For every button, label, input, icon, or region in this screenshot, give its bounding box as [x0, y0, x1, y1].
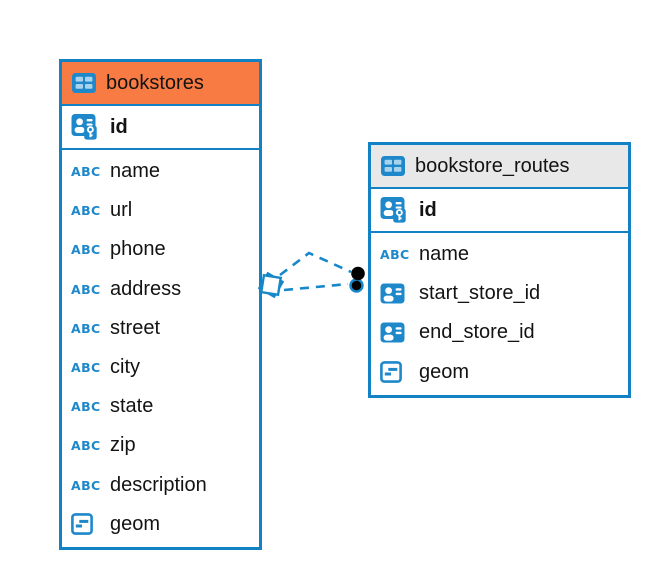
column-name: name	[110, 160, 161, 183]
column-row-phone[interactable]: ABC phone	[62, 230, 259, 269]
text-type-icon-wrap: ABC	[71, 360, 102, 375]
table-icon	[381, 156, 405, 176]
column-row-end_store_id[interactable]: end_store_id	[371, 313, 628, 352]
text-type-icon: ABC	[71, 477, 101, 493]
text-type-icon-wrap: ABC	[71, 282, 102, 297]
primary-key-row[interactable]: id	[62, 106, 259, 150]
table-title: bookstore_routes	[415, 154, 570, 177]
foreign-key-icon	[380, 283, 405, 304]
column-row-zip[interactable]: ABC zip	[62, 426, 259, 465]
table-header-bookstore-routes[interactable]: bookstore_routes	[371, 145, 628, 189]
column-row-start_store_id[interactable]: start_store_id	[371, 274, 628, 313]
column-name: geom	[110, 512, 161, 535]
text-type-icon: ABC	[71, 203, 101, 219]
column-name: street	[110, 316, 161, 339]
relationship-link-lower[interactable]	[283, 282, 349, 292]
column-row-city[interactable]: ABC city	[62, 348, 259, 387]
table-title: bookstores	[106, 71, 204, 94]
column-name: zip	[110, 434, 136, 457]
text-type-icon-wrap: ABC	[71, 321, 102, 336]
text-type-icon-wrap: ABC	[71, 164, 102, 179]
relationship-link-upper[interactable]	[279, 251, 352, 277]
geometry-type-icon-wrap	[380, 361, 411, 384]
column-name: city	[110, 356, 140, 379]
text-type-icon-wrap: ABC	[71, 203, 102, 218]
text-type-icon: ABC	[71, 281, 101, 297]
geometry-type-icon	[71, 513, 93, 536]
column-row-description[interactable]: ABC description	[62, 466, 259, 505]
text-type-icon: ABC	[71, 399, 101, 415]
column-list: ABC name start_store_id end_store_id geom	[371, 233, 628, 395]
text-type-icon: ABC	[71, 242, 101, 258]
column-row-geom[interactable]: geom	[62, 505, 259, 544]
column-row-street[interactable]: ABC street	[62, 309, 259, 348]
text-type-icon-wrap: ABC	[71, 399, 102, 414]
geometry-type-icon-wrap	[71, 513, 102, 536]
primary-key-icon	[380, 197, 411, 223]
column-row-geom[interactable]: geom	[371, 353, 628, 392]
column-name: phone	[110, 238, 166, 261]
column-name: address	[110, 277, 182, 300]
fk-type-icon-wrap	[380, 322, 411, 343]
text-type-icon: ABC	[380, 247, 410, 263]
column-name: geom	[419, 360, 470, 383]
column-name: start_store_id	[419, 282, 541, 305]
primary-key-name: id	[110, 115, 128, 138]
column-row-url[interactable]: ABC url	[62, 191, 259, 230]
column-name: description	[110, 473, 207, 496]
foreign-key-icon	[380, 322, 405, 343]
dot-marker[interactable]	[351, 266, 365, 281]
text-type-icon-wrap: ABC	[71, 242, 102, 257]
column-name: end_store_id	[419, 321, 535, 344]
column-name: name	[419, 243, 470, 266]
primary-key-row[interactable]: id	[371, 189, 628, 233]
text-type-icon: ABC	[71, 360, 101, 376]
primary-key-name: id	[419, 198, 437, 221]
text-type-icon-wrap: ABC	[71, 438, 102, 453]
fk-type-icon-wrap	[380, 283, 411, 304]
diamond-marker[interactable]	[257, 271, 285, 299]
column-name: url	[110, 199, 133, 222]
table-icon	[72, 73, 96, 93]
table-bookstore-routes[interactable]: bookstore_routes id ABC name	[368, 142, 631, 398]
primary-key-icon	[71, 114, 102, 140]
column-name: state	[110, 395, 154, 418]
text-type-icon-wrap: ABC	[380, 247, 411, 262]
column-row-name[interactable]: ABC name	[371, 235, 628, 274]
dot-ring-marker[interactable]	[349, 278, 364, 293]
column-row-state[interactable]: ABC state	[62, 387, 259, 426]
text-type-icon: ABC	[71, 164, 101, 180]
text-type-icon: ABC	[71, 438, 101, 454]
text-type-icon-wrap: ABC	[71, 478, 102, 493]
geometry-type-icon	[380, 361, 402, 384]
table-header-bookstores[interactable]: bookstores	[62, 62, 259, 106]
column-row-address[interactable]: ABC address	[62, 270, 259, 309]
column-row-name[interactable]: ABC name	[62, 152, 259, 191]
text-type-icon: ABC	[71, 320, 101, 336]
